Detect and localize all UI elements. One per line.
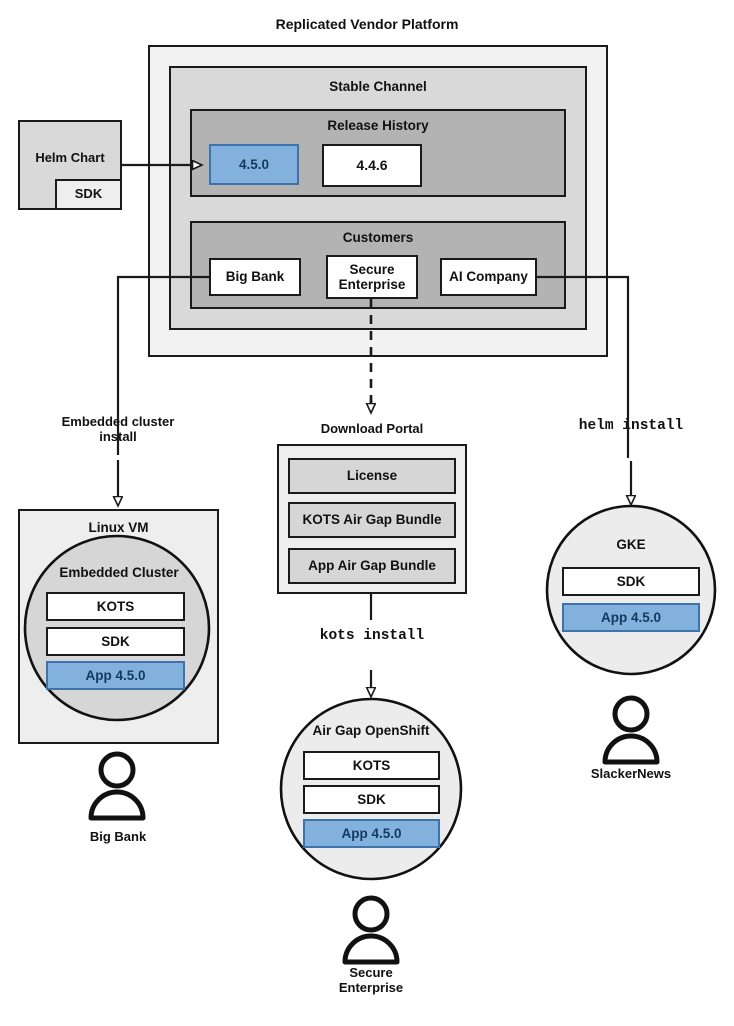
openshift-component-sdk[interactable]: SDK bbox=[303, 785, 440, 814]
secure-enterprise-line2: Enterprise bbox=[338, 979, 404, 995]
helm-chart-label: Helm Chart bbox=[35, 150, 105, 165]
linux-vm-title: Linux VM bbox=[88, 520, 149, 535]
secure-enterprise-line1: Secure bbox=[349, 965, 393, 980]
actor-label-big-bank: Big Bank bbox=[89, 829, 147, 844]
stable-channel-label: Stable Channel bbox=[329, 79, 427, 94]
label-embedded-cluster-install: Embedded cluster install bbox=[33, 414, 203, 445]
person-icon-slackernews bbox=[602, 695, 660, 765]
customer-ai-company[interactable]: AI Company bbox=[440, 258, 537, 296]
person-icon-secure-enterprise bbox=[342, 895, 400, 965]
release-4-5-0[interactable]: 4.5.0 bbox=[209, 144, 299, 185]
linux-vm-component-kots[interactable]: KOTS bbox=[46, 592, 185, 621]
embedded-cluster-title: Embedded Cluster bbox=[59, 565, 179, 580]
page-title: Replicated Vendor Platform bbox=[275, 16, 459, 32]
download-portal-title: Download Portal bbox=[320, 421, 424, 436]
openshift-component-kots[interactable]: KOTS bbox=[303, 751, 440, 780]
label-kots-install: kots install bbox=[319, 628, 425, 644]
embedded-cluster-install-line1: Embedded cluster bbox=[61, 414, 175, 429]
artifact-kots-air-gap-bundle[interactable]: KOTS Air Gap Bundle bbox=[288, 502, 456, 538]
artifact-license[interactable]: License bbox=[288, 458, 456, 494]
label-helm-install: helm install bbox=[578, 418, 684, 434]
helm-chart-sdk-box[interactable]: SDK bbox=[55, 179, 122, 210]
gke-component-sdk[interactable]: SDK bbox=[562, 567, 700, 596]
customer-big-bank[interactable]: Big Bank bbox=[209, 258, 301, 296]
customer-secure-enterprise[interactable]: Secure Enterprise bbox=[326, 255, 418, 299]
actor-label-secure-enterprise: Secure Enterprise bbox=[281, 965, 461, 996]
linux-vm-component-app[interactable]: App 4.5.0 bbox=[46, 661, 185, 690]
air-gap-openshift-title: Air Gap OpenShift bbox=[312, 723, 430, 738]
gke-component-app[interactable]: App 4.5.0 bbox=[562, 603, 700, 632]
actor-label-slackernews: SlackerNews bbox=[590, 766, 672, 781]
artifact-app-air-gap-bundle[interactable]: App Air Gap Bundle bbox=[288, 548, 456, 584]
release-history-label: Release History bbox=[327, 118, 429, 133]
embedded-cluster-install-line2: install bbox=[99, 428, 137, 444]
openshift-component-app[interactable]: App 4.5.0 bbox=[303, 819, 440, 848]
release-4-4-6[interactable]: 4.4.6 bbox=[322, 144, 422, 187]
gke-title: GKE bbox=[616, 537, 646, 552]
linux-vm-component-sdk[interactable]: SDK bbox=[46, 627, 185, 656]
customers-label: Customers bbox=[342, 230, 414, 245]
person-icon-big-bank bbox=[88, 751, 146, 821]
